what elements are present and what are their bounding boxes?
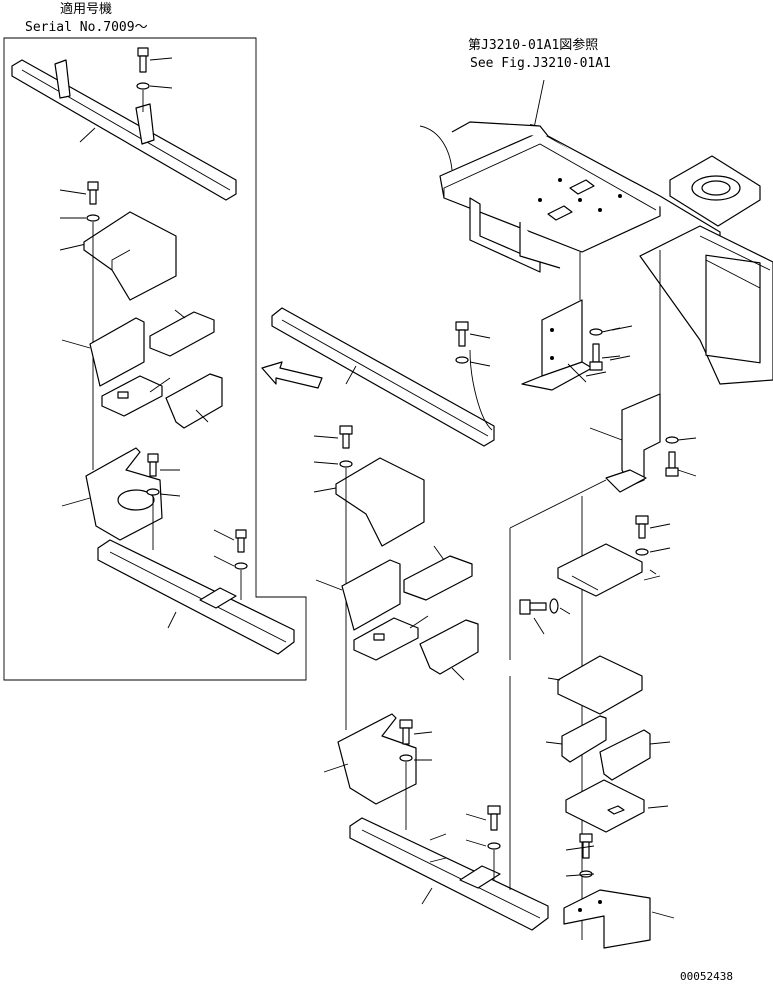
right-flat-plate [557, 655, 643, 715]
inset-bolt-4 [213, 529, 248, 600]
inset-bolt-3 [146, 453, 181, 550]
inset-bolt-2 [59, 181, 100, 251]
right-angled-pad [599, 729, 651, 781]
inset-notched-plate [101, 375, 171, 417]
inset-angled-pad [165, 373, 223, 429]
reference-en: See Fig.J3210-01A1 [470, 56, 611, 71]
right-bolt-lower [565, 833, 595, 878]
leader-lines [429, 325, 671, 863]
inset-lower-rail [97, 539, 295, 655]
reference-jp: 第J3210-01A1図参照 [468, 37, 598, 53]
inset-pointer-arrow [261, 361, 323, 389]
right-plate-bracket [557, 543, 643, 597]
main-frame-housing [639, 155, 773, 418]
right-notched-plate [565, 779, 645, 833]
main-l-bracket [589, 393, 661, 493]
main-bolt-lower-bracket [399, 719, 433, 830]
inset-tapered-block [61, 317, 145, 387]
inset-frame [3, 37, 307, 681]
main-upper-rail [271, 307, 495, 447]
main-bolt-cover [313, 425, 353, 493]
serial-range-label: Serial No.7009～ [25, 20, 148, 35]
inset-lower-bracket [61, 447, 163, 541]
main-tapered-block [315, 559, 401, 631]
main-lower-rail [349, 676, 549, 931]
main-upper-small-bracket [521, 299, 593, 391]
right-lower-bracket [563, 889, 675, 949]
main-bolt-lower-rail [465, 805, 501, 880]
inset-bolt-1 [136, 47, 173, 112]
main-bolt-upper-bracket [589, 327, 621, 371]
inset-upper-cover [83, 211, 177, 470]
applicable-model-label: 適用号機 [60, 1, 112, 17]
main-frame-floor-plate [419, 121, 721, 300]
main-angled-pad [419, 619, 479, 681]
right-small-block [561, 715, 607, 763]
right-horizontal-bolt [519, 598, 571, 635]
main-bolt-l-bracket [665, 436, 697, 477]
inset-upper-rail [11, 59, 237, 201]
inset-flat-pad [149, 309, 215, 357]
main-lower-bracket [323, 713, 417, 805]
main-bolt-rail [455, 321, 491, 367]
drawing-number: 00052438 [680, 970, 733, 983]
main-notched-plate [353, 615, 429, 661]
right-bolt-upper [635, 515, 671, 575]
main-flat-pad [403, 545, 473, 601]
